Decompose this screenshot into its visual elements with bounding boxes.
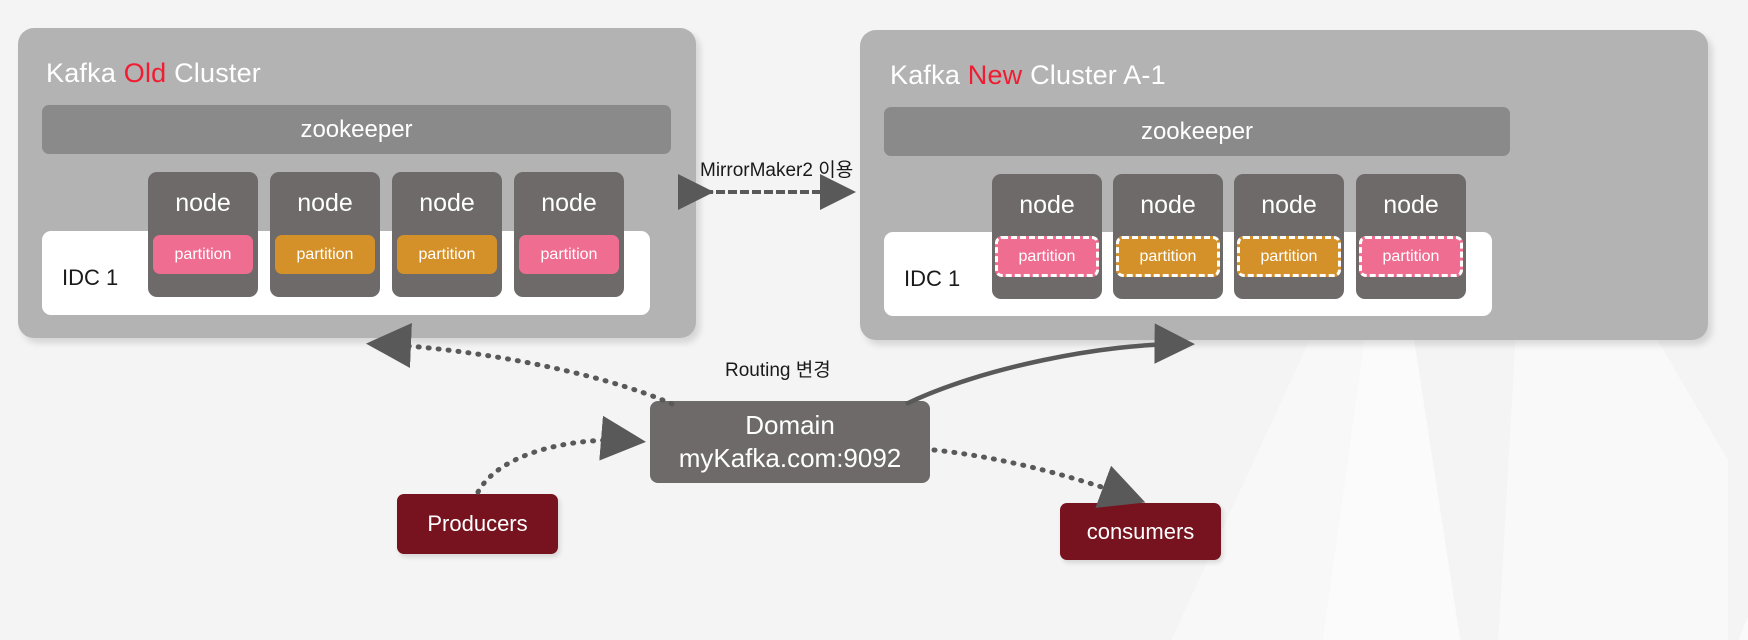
cluster-title-old-suffix: Cluster bbox=[166, 58, 261, 88]
edge-domain-to-consumers bbox=[931, 447, 1146, 508]
zookeeper-old: zookeeper bbox=[42, 105, 671, 154]
node-new-3-label: node bbox=[1261, 191, 1317, 219]
idc-label-new: IDC 1 bbox=[904, 266, 961, 291]
cluster-title-new-prefix: Kafka bbox=[890, 60, 968, 90]
edge-label-mirrormaker: MirrorMaker2 이용 bbox=[700, 160, 854, 181]
idc-label-old: IDC 1 bbox=[62, 265, 119, 290]
domain-line-1: Domain bbox=[745, 410, 835, 441]
node-old-2: node partition bbox=[270, 172, 380, 297]
domain-line-2: myKafka.com:9092 bbox=[678, 443, 902, 473]
edge-producers-to-domain bbox=[475, 415, 646, 495]
node-old-4-label: node bbox=[541, 189, 597, 217]
partition-old-3: partition bbox=[397, 235, 497, 274]
node-old-3-label: node bbox=[419, 189, 475, 217]
cluster-title-new-suffix: Cluster A-1 bbox=[1022, 60, 1166, 90]
cluster-title-new-highlight: New bbox=[967, 60, 1023, 90]
zookeeper-new: zookeeper bbox=[884, 107, 1510, 156]
producers-box: Producers bbox=[397, 494, 558, 554]
partition-new-1: partition bbox=[995, 236, 1099, 277]
node-old-2-label: node bbox=[297, 189, 353, 217]
cluster-title-new: Kafka New Cluster A-1 bbox=[890, 60, 1166, 91]
node-old-1: node partition bbox=[148, 172, 258, 297]
cluster-title-old: Kafka Old Cluster bbox=[46, 58, 261, 89]
node-old-4: node partition bbox=[514, 172, 624, 297]
node-new-4-label: node bbox=[1383, 191, 1439, 219]
partition-old-1: partition bbox=[153, 235, 253, 274]
edge-label-routing: Routing 변경 bbox=[725, 360, 831, 381]
partition-old-2: partition bbox=[275, 235, 375, 274]
partition-new-2: partition bbox=[1116, 236, 1220, 277]
partition-new-4: partition bbox=[1359, 236, 1463, 277]
node-new-4: node partition bbox=[1356, 174, 1466, 299]
partition-new-3: partition bbox=[1237, 236, 1341, 277]
node-old-1-label: node bbox=[175, 189, 231, 217]
node-new-2-label: node bbox=[1140, 191, 1196, 219]
node-new-1: node partition bbox=[992, 174, 1102, 299]
partition-old-4: partition bbox=[519, 235, 619, 274]
edge-domain-to-new bbox=[905, 323, 1195, 407]
node-old-3: node partition bbox=[392, 172, 502, 297]
domain-box: Domain myKafka.com:9092 bbox=[650, 401, 930, 483]
cluster-title-old-highlight: Old bbox=[123, 58, 167, 88]
node-new-3: node partition bbox=[1234, 174, 1344, 299]
cluster-title-old-prefix: Kafka bbox=[46, 58, 124, 88]
consumers-box: consumers bbox=[1060, 503, 1221, 560]
node-new-1-label: node bbox=[1019, 191, 1075, 219]
node-new-2: node partition bbox=[1113, 174, 1223, 299]
edge-domain-to-old bbox=[366, 323, 675, 407]
